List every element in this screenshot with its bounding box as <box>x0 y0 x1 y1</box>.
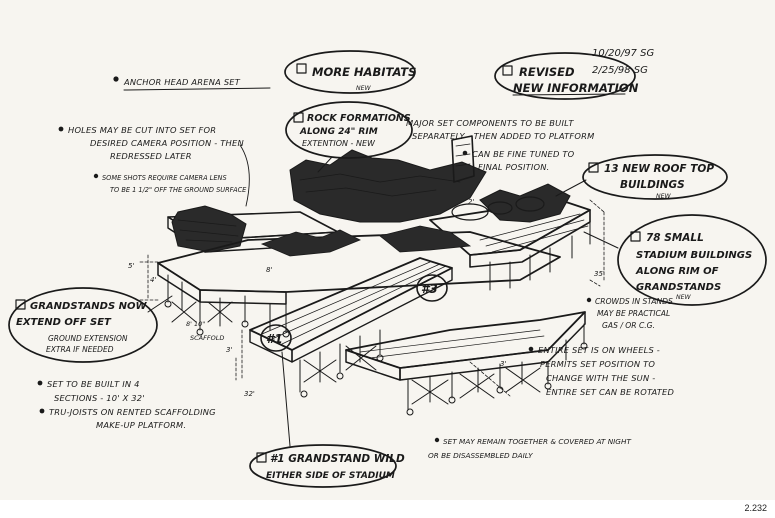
checkbox-icon <box>15 299 26 310</box>
set-platform-sketch <box>139 135 605 416</box>
title-text: ANCHOR HEAD ARENA SET <box>123 77 241 87</box>
grandstands-line2: EXTEND OFF SET <box>16 317 112 328</box>
checkbox-icon <box>630 231 641 242</box>
stadium-line2: STADIUM BUILDINGS <box>636 250 752 261</box>
remain-line2: OR BE DISASSEMBLED DAILY <box>428 451 533 460</box>
arena-set-drawing: ANCHOR HEAD ARENA SET 10/20/97 SG 2/25/9… <box>8 48 767 488</box>
stadium-tag: NEW <box>676 294 692 301</box>
crowds-line1: CROWDS IN STANDS <box>595 297 673 306</box>
wheels-line2: PERMITS SET POSITION TO <box>540 359 655 369</box>
revised-line2: NEW INFORMATION <box>513 81 639 95</box>
checkbox-icon <box>293 112 304 123</box>
date-2: 2/25/98 SG <box>592 65 648 76</box>
holes-line1: HOLES MAY BE CUT INTO SET FOR <box>68 125 216 135</box>
callout-grandstand-wild: #1 GRANDSTAND WILD EITHER SIDE OF STADIU… <box>249 351 405 488</box>
built-line2: SECTIONS - 10' X 32' <box>54 393 145 403</box>
fine-tune-line1: CAN BE FINE TUNED TO <box>472 149 575 159</box>
dim-label: 5' <box>128 262 134 270</box>
callout-stadium-buildings: 78 SMALL STADIUM BUILDINGS ALONG RIM OF … <box>583 214 767 306</box>
checkbox-icon <box>502 65 513 76</box>
note-built-sections: SET TO BE BUILT IN 4 SECTIONS - 10' X 32… <box>37 379 216 430</box>
stadium-line4: GRANDSTANDS <box>636 282 721 293</box>
built-line3: TRU-JOISTS ON RENTED SCAFFOLDING <box>49 407 216 417</box>
dim-label: 3' <box>500 360 506 368</box>
checkbox-icon <box>296 63 307 74</box>
holes-line2: DESIRED CAMERA POSITION - THEN <box>90 138 244 148</box>
holes-line3: REDRESSED LATER <box>110 151 192 161</box>
dim-label: 8' <box>266 266 272 274</box>
rock-line2: ALONG 24" RIM <box>299 127 378 137</box>
dim-label: 32' <box>244 390 255 398</box>
callout-roof-top: 13 NEW ROOF TOP BUILDINGS NEW <box>555 154 728 200</box>
note-wheels: ENTIRE SET IS ON WHEELS - PERMITS SET PO… <box>528 345 674 397</box>
grandstands-line3: GROUND EXTENSION <box>48 334 128 343</box>
callout-rock-formations: ROCK FORMATIONS ALONG 24" RIM EXTENTION … <box>285 101 413 173</box>
dim-label: 4' <box>150 276 156 284</box>
built-line4: MAKE-UP PLATFORM. <box>96 420 186 430</box>
grandstand-1-circle <box>260 324 292 352</box>
callout-grandstands: GRANDSTANDS NOW EXTEND OFF SET GROUND EX… <box>8 287 173 363</box>
stadium-line3: ALONG RIM OF <box>635 266 719 277</box>
major-line1: MAJOR SET COMPONENTS TO BE BUILT <box>406 118 574 128</box>
rock-line3: EXTENTION - NEW <box>302 139 376 148</box>
note-lens: SOME SHOTS REQUIRE CAMERA LENS TO BE 1 1… <box>93 173 247 194</box>
grandstand-3-label: #3 <box>421 282 438 296</box>
wheels-line4: ENTIRE SET CAN BE ROTATED <box>546 387 674 397</box>
crowds-line2: MAY BE PRACTICAL <box>597 309 670 318</box>
crowds-line3: GAS / OR C.G. <box>602 321 655 330</box>
grandstands-line4: EXTRA IF NEEDED <box>46 345 114 354</box>
note-holes: HOLES MAY BE CUT INTO SET FOR DESIRED CA… <box>58 125 250 207</box>
built-line1: SET TO BE BUILT IN 4 <box>47 379 140 389</box>
dim-label: 35' <box>594 270 605 278</box>
checkbox-icon <box>256 452 267 463</box>
sketch-sheet: ANCHOR HEAD ARENA SET 10/20/97 SG 2/25/9… <box>0 0 775 500</box>
grandstand-3-circle <box>416 274 448 302</box>
callout-more-habitats: MORE HABITATS NEW <box>284 50 416 94</box>
dim-label: 8' 10" <box>186 320 205 328</box>
revised-line1: REVISED <box>519 65 575 79</box>
lens-line1: SOME SHOTS REQUIRE CAMERA LENS <box>102 174 227 182</box>
roof-line1: 13 NEW ROOF TOP <box>604 163 714 175</box>
callout-revised: REVISED NEW INFORMATION <box>494 52 639 100</box>
grandstand-numbers: #3 #1 <box>266 282 438 346</box>
more-habitats-tag: NEW <box>356 85 372 92</box>
major-line2: SEPARATELY - THEN ADDED TO PLATFORM <box>412 131 594 141</box>
note-crowds: CROWDS IN STANDS MAY BE PRACTICAL GAS / … <box>586 297 673 330</box>
roof-tag: NEW <box>656 193 672 200</box>
lens-line2: TO BE 1 1/2" OFF THE GROUND SURFACE <box>110 186 247 194</box>
more-habitats-title: MORE HABITATS <box>312 65 416 79</box>
dimension-labels: 5' 4' 8' 2' 35' 3' 3' 8' 10" SCAFFOLD 32… <box>128 198 605 398</box>
grandstand-1-label: #1 <box>266 332 283 346</box>
page-number: 2.232 <box>744 503 767 513</box>
date-1: 10/20/97 SG <box>592 48 654 59</box>
wheels-line3: CHANGE WITH THE SUN - <box>546 373 655 383</box>
revision-dates: 10/20/97 SG 2/25/98 SG <box>592 48 654 76</box>
fine-tune-line2: FINAL POSITION. <box>478 162 550 172</box>
sheet-title: ANCHOR HEAD ARENA SET <box>113 76 271 91</box>
remain-line1: SET MAY REMAIN TOGETHER & COVERED AT NIG… <box>443 437 631 446</box>
checkbox-icon <box>588 162 599 173</box>
roof-line2: BUILDINGS <box>620 179 685 191</box>
wheels-line1: ENTIRE SET IS ON WHEELS - <box>538 345 660 355</box>
dim-label: 2' <box>468 198 474 206</box>
wild-line1: #1 GRANDSTAND WILD <box>270 453 405 465</box>
note-major-components: MAJOR SET COMPONENTS TO BE BUILT SEPARAT… <box>406 118 594 172</box>
wild-line2: EITHER SIDE OF STADIUM <box>266 471 395 481</box>
grandstands-line1: GRANDSTANDS NOW <box>30 301 148 312</box>
note-remain: SET MAY REMAIN TOGETHER & COVERED AT NIG… <box>428 437 631 460</box>
dim-label: 3' <box>226 346 232 354</box>
stadium-line1: 78 SMALL <box>646 232 704 244</box>
rock-line1: ROCK FORMATIONS <box>307 113 411 124</box>
dim-label: SCAFFOLD <box>190 334 224 342</box>
